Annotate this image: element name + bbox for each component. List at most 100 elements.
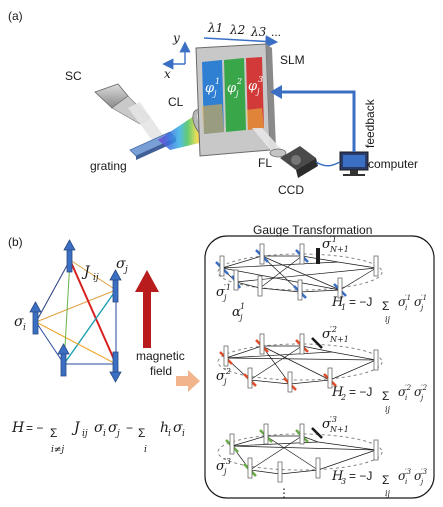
lambda-2: λ2 bbox=[229, 23, 245, 37]
row-1-sig-j-sup: ′1 bbox=[421, 294, 427, 302]
row-2-sig-j-sub: j bbox=[419, 394, 424, 402]
ham-sig-h: σ bbox=[173, 420, 183, 436]
row-3-sigma-top: σ bbox=[322, 417, 332, 432]
spin-network-left bbox=[29, 239, 122, 383]
row-1-sum: Σ bbox=[382, 299, 389, 313]
phase-2: φ bbox=[227, 81, 237, 96]
row-1-sig-j-sub: j bbox=[419, 304, 424, 312]
phase-1-sup: 1 bbox=[215, 77, 220, 86]
row-1-H: H bbox=[331, 295, 344, 310]
grating-label: grating bbox=[90, 159, 127, 173]
row-3-H: H bbox=[331, 469, 344, 484]
row-3-sig-i-sup: ′3 bbox=[405, 468, 412, 476]
sigma-i-sub: i bbox=[23, 323, 26, 333]
phase-3-sub: j bbox=[255, 87, 260, 96]
row-1-sig-i: σ bbox=[398, 295, 407, 309]
feedback-label: feedback bbox=[363, 98, 377, 148]
ham-sig-h-sub: i bbox=[182, 429, 185, 439]
panel-b-tag: (b) bbox=[8, 235, 23, 249]
axes-indicator bbox=[162, 41, 191, 70]
slm-label: SLM bbox=[280, 53, 305, 67]
row-2-sig-i: σ bbox=[398, 385, 407, 399]
lambda-3: λ3 bbox=[250, 25, 267, 39]
y-axis-label: y bbox=[172, 31, 180, 45]
coupling-J: J bbox=[81, 264, 91, 280]
reflected-beam bbox=[252, 128, 282, 152]
gauge-row-3 bbox=[217, 423, 383, 483]
row-1-sigma-left-sub: j bbox=[222, 293, 227, 302]
row-1-eq: = −J bbox=[349, 295, 372, 309]
phase-1: φ bbox=[205, 81, 215, 96]
phase-1-sub: j bbox=[212, 89, 217, 98]
magnetic-label-1: magnetic bbox=[136, 349, 185, 363]
ham-sig-j-sub: j bbox=[115, 429, 120, 439]
slm-green-pixel bbox=[224, 58, 246, 132]
ham-J-sub: ij bbox=[82, 429, 88, 439]
computer-label: computer bbox=[368, 157, 418, 171]
row-2-sum: Σ bbox=[382, 389, 389, 403]
row-1-sigma-left-sup: ′1 bbox=[224, 283, 231, 292]
row-3-sigma-top-sub: N+1 bbox=[329, 425, 349, 434]
gauge-row-2 bbox=[217, 333, 383, 393]
sigma-j: σ bbox=[116, 256, 126, 272]
feedback-arrowhead bbox=[270, 85, 282, 99]
ham-h: h bbox=[160, 420, 169, 436]
row-3-sigma-left-sub: j bbox=[222, 467, 227, 476]
magnetic-label-2: field bbox=[150, 364, 172, 378]
lambda-1: λ1 bbox=[207, 21, 223, 35]
panel-a-tag: (a) bbox=[8, 9, 23, 23]
focusing-lens bbox=[269, 148, 287, 158]
ham-sig-j: σ bbox=[108, 420, 118, 436]
row-2-sigma-top-sub: N+1 bbox=[329, 335, 349, 344]
x-axis-label: x bbox=[164, 67, 171, 81]
ham-minus: − bbox=[126, 421, 133, 435]
row-2-sig-i-sup: ′2 bbox=[405, 384, 412, 392]
row-2-sigma-top: σ bbox=[322, 327, 332, 342]
ham-sig-i-sub: i bbox=[103, 429, 106, 439]
ham-sig-i: σ bbox=[94, 420, 104, 436]
computer-icon bbox=[339, 151, 369, 176]
hamiltonian-left: H = − Σ i≠j J ij σ i σ j − Σ i h i σ i bbox=[11, 420, 185, 455]
row-2-H-sub: 2 bbox=[340, 393, 346, 402]
row-1-sig-i-sub: i bbox=[405, 304, 407, 312]
row-3-sigma-left-sup: ′3 bbox=[224, 457, 231, 466]
row-3-sigma-left: σ bbox=[216, 459, 226, 474]
row-3-H-sub: 3 bbox=[341, 477, 346, 486]
row-1-sum-sub: ij bbox=[385, 315, 391, 324]
phase-2-sup: 2 bbox=[236, 77, 242, 86]
row-3-sig-j-sub: j bbox=[419, 478, 424, 486]
row-1-sigma-top: σ bbox=[322, 237, 332, 252]
ham-h-sub: i bbox=[168, 429, 171, 439]
ham-sum2-sub: i bbox=[144, 445, 147, 455]
transform-arrow bbox=[176, 370, 200, 392]
row-1-alpha-sub: j bbox=[238, 313, 243, 322]
row-1-sigma-top-sup: ′1 bbox=[330, 235, 337, 244]
row-1-sigma-left: σ bbox=[216, 285, 226, 300]
row-3-sig-j-sup: ′3 bbox=[421, 468, 428, 476]
wavelength-arrow bbox=[203, 35, 279, 48]
row-2-sum-sub: ij bbox=[385, 405, 391, 414]
cl-label: CL bbox=[168, 95, 184, 109]
input-beam bbox=[128, 102, 165, 144]
row-1-alpha: α bbox=[232, 305, 241, 320]
ham-sum-1: Σ bbox=[50, 426, 57, 440]
row-1-sig-i-sup: ′1 bbox=[405, 294, 411, 302]
row-2-sigma-left-sub: j bbox=[222, 377, 227, 386]
row-3-sum: Σ bbox=[382, 473, 389, 487]
ccd-camera bbox=[280, 146, 318, 178]
magnetic-field-arrow bbox=[135, 270, 159, 348]
phase-3: φ bbox=[248, 79, 258, 94]
ham-eq: = − bbox=[26, 421, 43, 435]
gauge-row-1 bbox=[215, 243, 383, 301]
slm-red-pixel bbox=[246, 57, 264, 130]
row-1-sigma-top-sub: N+1 bbox=[329, 245, 349, 254]
row-3-sum-sub: ij bbox=[385, 489, 391, 498]
row-3-sigma-top-sup: ′3 bbox=[330, 415, 337, 424]
ccd-cable bbox=[315, 161, 341, 167]
sigma-j-sub: j bbox=[123, 265, 128, 275]
ccd-label: CCD bbox=[278, 183, 304, 197]
ham-J: J bbox=[71, 420, 81, 436]
ham-sum-2: Σ bbox=[138, 426, 145, 440]
